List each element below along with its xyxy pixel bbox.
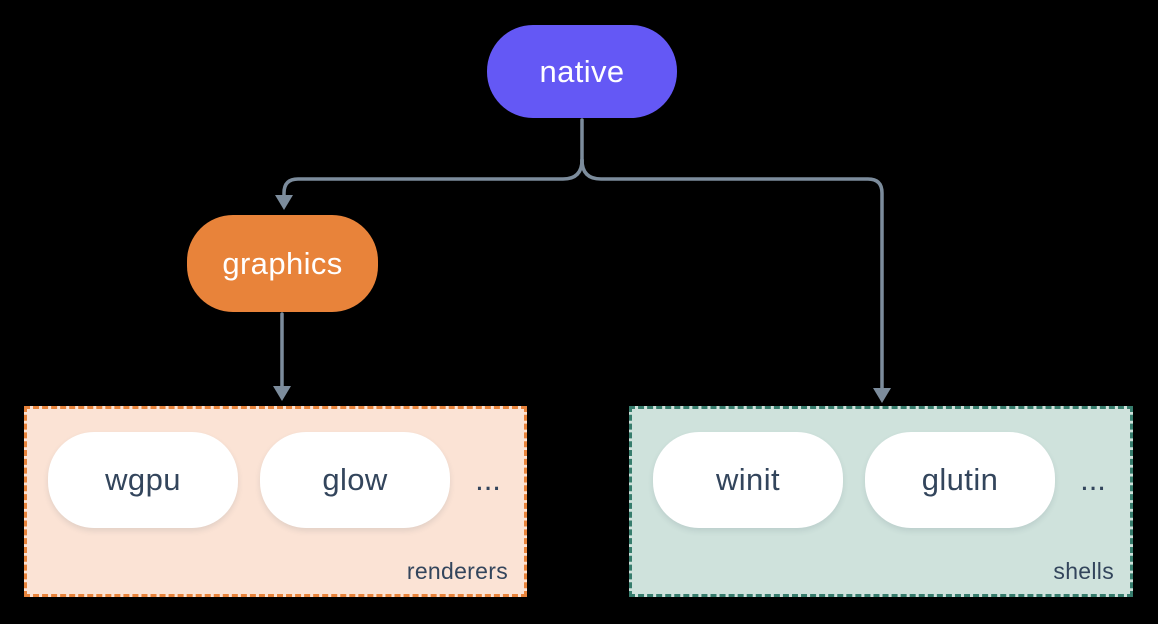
arrowhead-renderers (273, 386, 291, 401)
shells-ellipsis: ... (1080, 462, 1106, 497)
node-glow: glow (260, 432, 450, 528)
group-shells: winit glutin ... shells (629, 406, 1133, 597)
arrowhead-graphics (275, 195, 293, 210)
node-native: native (487, 25, 677, 118)
renderers-group-label: renderers (406, 558, 508, 584)
group-renderers: wgpu glow ... renderers (24, 406, 527, 597)
node-winit: winit (653, 432, 843, 528)
node-glutin: glutin (865, 432, 1055, 528)
shells-group-label: shells (1053, 558, 1114, 584)
edge-native-to-graphics (282, 158, 584, 198)
renderers-ellipsis: ... (475, 462, 501, 497)
node-graphics: graphics (187, 215, 378, 312)
edge-native-to-shells (580, 158, 884, 391)
node-wgpu: wgpu (48, 432, 238, 528)
arrowhead-shells (873, 388, 891, 403)
